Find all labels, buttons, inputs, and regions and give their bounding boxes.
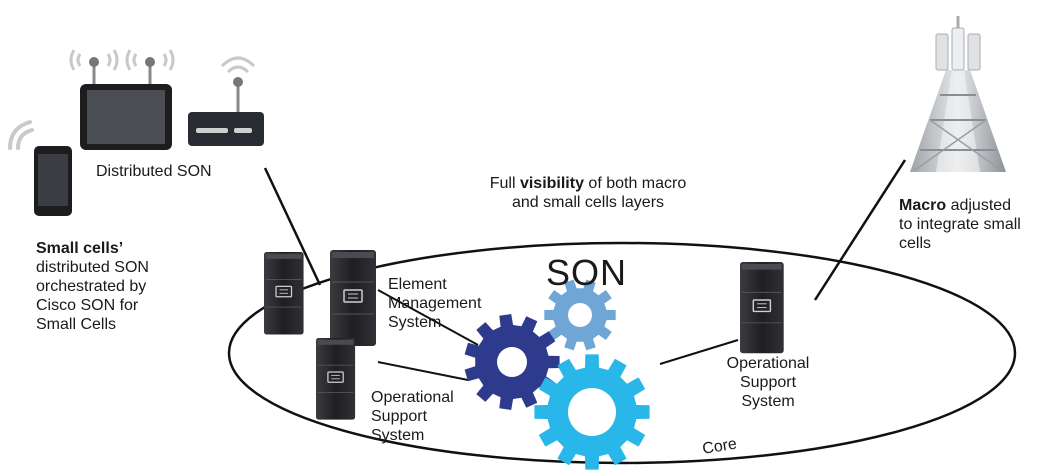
server-icon-oss-left [315,337,356,421]
gear-icon-dark-hole [497,347,527,377]
oss-right-label: Operational Support System [726,355,810,410]
macro-label: Macro adjusted to integrate small cells [899,197,1021,252]
ems-label: Element Management System [388,276,482,331]
oss-left-label: Operational Support System [371,389,454,444]
server-icon-ems-front [329,249,377,347]
son-title: SON [546,252,628,293]
gear-icon-small-hole [568,303,592,327]
gear-cluster [464,279,650,470]
connector-macro [813,159,907,301]
cell-tower-icon [910,16,1006,172]
visibility-label: Full visibility of both macro and small … [489,175,687,211]
router-icon [188,56,264,146]
connector-ems [377,289,479,346]
connector-distributed-son [263,167,322,286]
server-icon-oss-right [739,261,785,354]
tablet-icon [69,49,175,150]
small-cells-label: Small cells’ distributed SON orchestrate… [36,240,149,333]
server-icon-ems-back [263,251,305,336]
connector-oss-right [659,339,739,365]
smartphone-icon [8,120,72,216]
distributed-son-label: Distributed SON [96,163,212,180]
gear-icon-light-hole [568,388,616,436]
core-ellipse [227,241,1017,465]
connector-oss-left [377,361,469,381]
